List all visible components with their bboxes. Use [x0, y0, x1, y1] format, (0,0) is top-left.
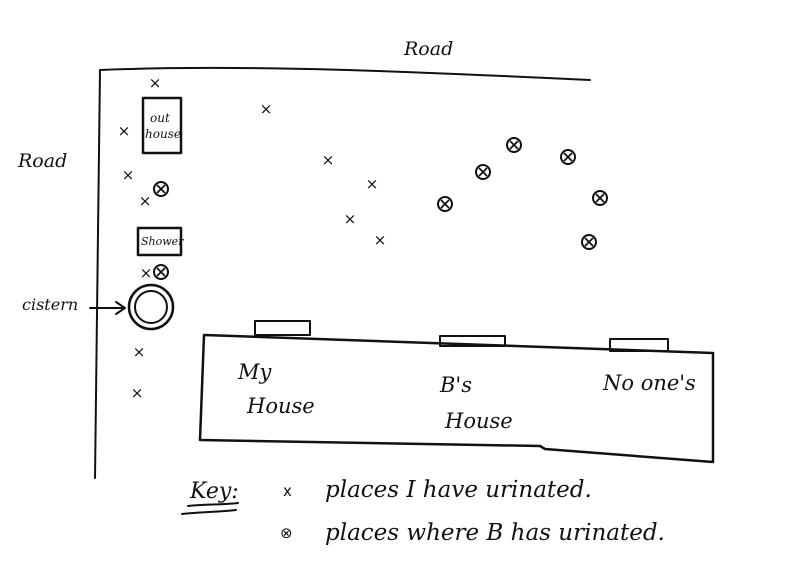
x-mark-icon: ×	[133, 343, 146, 361]
shower-box	[136, 226, 183, 257]
x-mark-icon: ×	[366, 175, 379, 193]
key-title: Key:	[189, 479, 239, 504]
circled-x-icon	[437, 196, 453, 212]
marks-layer: ××××××××××××	[118, 74, 608, 402]
no-ones-house-door	[609, 338, 669, 352]
cistern-inner-ring	[134, 290, 168, 324]
circled-x-icon	[581, 234, 597, 250]
b-house-label-line2: House	[444, 409, 513, 433]
b-house-label-line1: B's	[439, 373, 472, 397]
x-mark-icon: ×	[322, 151, 335, 169]
x-mark-icon: ×	[131, 384, 144, 402]
x-mark-icon: ×	[139, 192, 152, 210]
b-house-door	[439, 335, 506, 347]
x-mark-icon: ×	[260, 100, 273, 118]
cistern-label: cistern	[22, 295, 78, 314]
no-ones-house-label: No one's	[602, 371, 696, 395]
houses-outline	[198, 333, 715, 464]
my-house-label-line1: My	[237, 360, 273, 384]
road-left-line	[94, 69, 101, 479]
circled-x-icon	[153, 264, 169, 280]
key-b-description: places where B has urinated.	[325, 520, 665, 546]
key-underline	[187, 502, 239, 507]
cistern-arrow-icon	[89, 301, 126, 315]
circled-x-icon	[475, 164, 491, 180]
x-mark-icon: ×	[149, 74, 162, 92]
x-mark-icon: ×	[122, 166, 135, 184]
road-left-label: Road	[17, 150, 67, 172]
cistern-outer-ring	[127, 283, 175, 331]
my-house-door	[254, 320, 311, 336]
x-mark-icon: ×	[374, 231, 387, 249]
x-mark-icon: ×	[118, 122, 131, 140]
shower-label: Shower	[141, 235, 184, 248]
outhouse-box	[141, 96, 183, 155]
x-mark-icon: ×	[140, 264, 153, 282]
key-circled-x-icon: ⊗	[280, 524, 293, 542]
circled-x-icon	[506, 137, 522, 153]
road-top-label: Road	[403, 38, 453, 60]
outhouse-label-line1: out	[150, 111, 170, 125]
key-x-description: places I have urinated.	[325, 477, 592, 503]
circled-x-icon	[592, 190, 608, 206]
key-x-icon: x	[283, 482, 292, 500]
key-underline-2	[181, 509, 237, 515]
x-mark-icon: ×	[344, 210, 357, 228]
road-top-line	[99, 66, 591, 81]
circled-x-icon	[153, 181, 169, 197]
outhouse-label-line2: house	[145, 127, 181, 141]
my-house-label-line2: House	[246, 394, 315, 418]
circled-x-icon	[560, 149, 576, 165]
